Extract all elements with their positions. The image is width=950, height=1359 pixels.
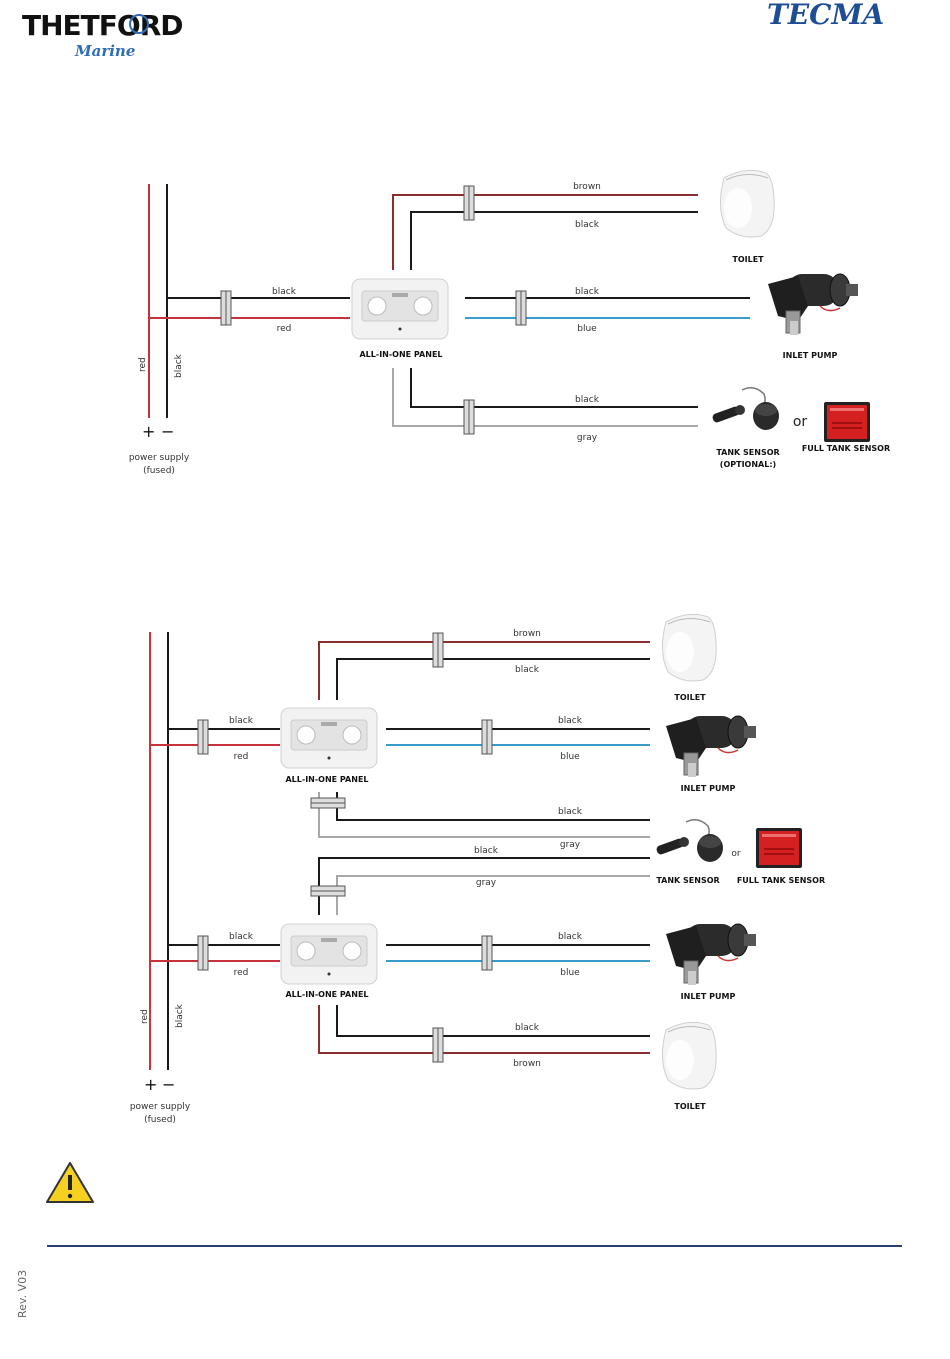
panel-icon [280,923,378,985]
or-label: or [793,414,808,430]
connector [481,719,493,755]
fused-label: (fused) [144,1115,176,1125]
connector [310,885,346,897]
connector [310,797,346,809]
wire-label-red: red [234,968,249,978]
full-tank-sensor-icon [824,402,870,442]
connector [463,185,475,221]
wire-black-to-toilet [410,211,698,270]
tank-sensor-icon [654,819,724,863]
inlet-pump-label: INLET PUMP [681,784,736,793]
wire-label-black: black [515,665,540,675]
or-label: or [731,849,741,859]
toilet-icon [661,1021,717,1090]
wire-label-black: black [575,287,600,297]
power-supply-label: power supply [130,1102,191,1112]
thetford-logo: THETFORD Marine [22,9,184,60]
warning-icon [46,1162,94,1203]
fused-label: (fused) [143,466,175,476]
plus-sign: + [142,422,155,441]
wire-label-gray: gray [577,433,598,443]
plus-sign: + [144,1075,157,1094]
rail-label-black: black [174,353,184,378]
wire-label-brown: brown [513,629,541,639]
wire-brown-to-toilet [318,1005,650,1054]
wire-label-gray: gray [476,878,497,888]
minus-sign: − [162,1075,175,1094]
toilet-label: TOILET [732,255,764,264]
panel-icon [351,278,449,340]
rail-label-black: black [175,1003,185,1028]
connector [197,719,209,755]
connector [197,935,209,971]
wire-label-black: black [272,287,297,297]
diagram-1: red black + − power supply (fused) black… [129,169,890,476]
wire-label-red: red [277,324,292,334]
rail-label-red: red [140,1009,150,1024]
wire-label-gray: gray [560,840,581,850]
tank-sensor-label: TANK SENSOR [656,876,719,885]
wire-brown-to-toilet [318,641,650,700]
wire-black-to-toilet [336,658,650,700]
thetford-wordmark: THETFORD [22,9,183,42]
diagram-2: red black + − power supply (fused) black… [130,613,825,1125]
wire-label-brown: brown [513,1059,541,1069]
wire-black-to-toilet [336,1005,650,1037]
revision-label: Rev. V03 [16,1270,29,1318]
wire-black-to-sensor [410,368,698,408]
wire-label-blue: blue [577,324,597,334]
wire-label-black: black [558,807,583,817]
wire-gray-to-sensor [318,792,650,838]
toilet-label: TOILET [674,693,706,702]
pump-icon [665,715,757,778]
full-tank-sensor-label: FULL TANK SENSOR [737,876,825,885]
connector [432,632,444,668]
pump-icon [665,923,757,986]
thetford-sun-icon [129,14,149,34]
toilet-icon [661,613,717,682]
full-tank-sensor-label: FULL TANK SENSOR [802,444,890,453]
connector [463,399,475,435]
power-supply-label: power supply [129,453,190,463]
wire-label-blue: blue [560,968,580,978]
toilet-icon [719,169,775,238]
wire-label-black: black [558,932,583,942]
wire-label-black: black [229,716,254,726]
rail-label-red: red [138,357,148,372]
tank-sensor-optional: (OPTIONAL:) [720,460,776,469]
marine-wordmark: Marine [74,42,135,60]
pump-icon [767,273,859,336]
wire-label-blue: blue [560,752,580,762]
inlet-pump-label: INLET PUMP [681,992,736,1001]
connector [220,290,232,326]
wire-label-brown: brown [573,182,601,192]
wire-brown-to-toilet [392,194,698,270]
wire-label-black: black [229,932,254,942]
wire-gray-to-sensor [336,875,650,915]
full-tank-sensor-icon [756,828,802,868]
wire-gray-to-sensor [392,368,698,427]
panel-label: ALL-IN-ONE PANEL [359,350,442,359]
wire-label-black: black [575,395,600,405]
wire-label-black: black [575,220,600,230]
wire-label-black: black [474,846,499,856]
wire-label-red: red [234,752,249,762]
toilet-label: TOILET [674,1102,706,1111]
tank-sensor-label: TANK SENSOR [716,448,779,457]
wire-label-black: black [558,716,583,726]
panel-label: ALL-IN-ONE PANEL [285,775,368,784]
connector [481,935,493,971]
wire-label-black: black [515,1023,540,1033]
connector [515,290,527,326]
wire-black-to-sensor [336,792,650,821]
panel-label: ALL-IN-ONE PANEL [285,990,368,999]
minus-sign: − [161,422,174,441]
connector [432,1027,444,1063]
inlet-pump-label: INLET PUMP [783,351,838,360]
tecma-logo: TECMA [767,0,884,31]
panel-icon [280,707,378,769]
tank-sensor-icon [710,387,780,431]
